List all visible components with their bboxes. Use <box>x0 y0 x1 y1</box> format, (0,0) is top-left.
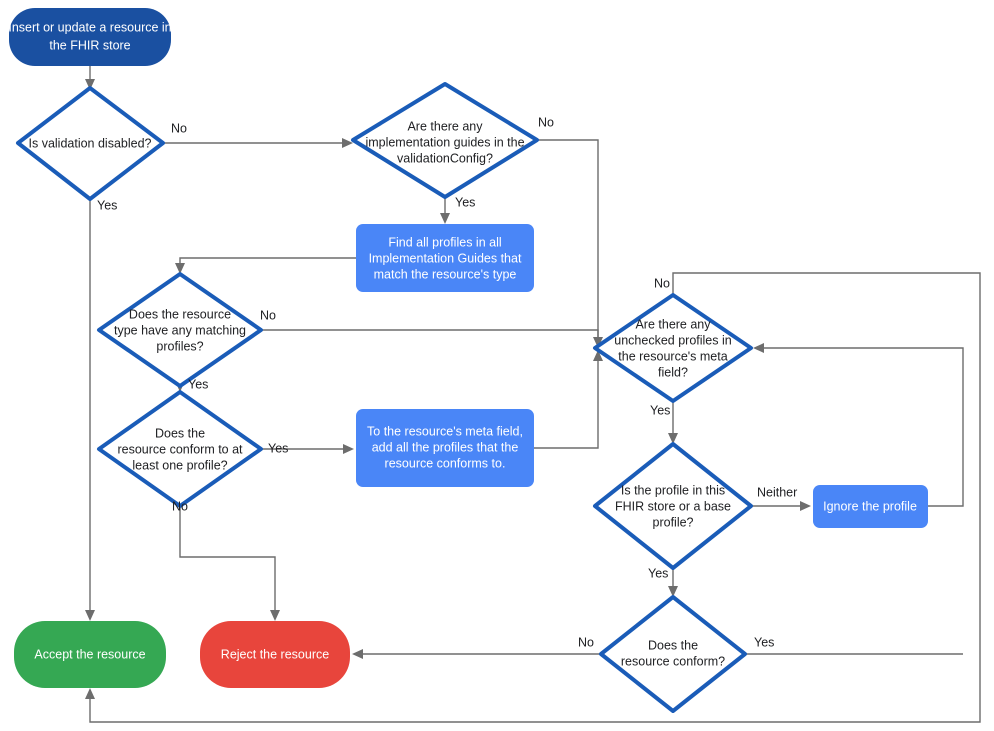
node-matching-profiles[interactable]: Does the resource type have any matching… <box>97 272 263 388</box>
add-profiles-shape <box>356 409 534 487</box>
node-ignore-profile[interactable]: Ignore the profile <box>813 485 928 528</box>
arrowhead-validation-yes <box>85 610 95 621</box>
edge-label-unchecked-no: No <box>654 276 670 290</box>
edge-label-validation-no: No <box>171 121 187 135</box>
edge-label-resourceconform-yes: Yes <box>754 635 774 649</box>
edge-label-conformone-no: No <box>172 499 188 513</box>
arrowhead-unchecked-yes <box>668 433 678 444</box>
node-accept[interactable]: Accept the resource <box>14 621 166 688</box>
edge-label-conformone-yes: Yes <box>268 441 288 455</box>
matching-profiles-shape <box>97 272 263 388</box>
edge-matching-no <box>261 329 599 340</box>
edge-findprofiles-to-matching <box>179 257 356 266</box>
find-profiles-shape <box>356 224 534 292</box>
accept-shape <box>14 621 166 688</box>
arrowhead-profilelocation-neither <box>800 501 811 511</box>
arrowhead-findprofiles-to-matching <box>175 263 185 274</box>
edge-label-matching-no: No <box>260 308 276 322</box>
edge-ignoreprofile-loop <box>761 347 964 507</box>
unchecked-profiles-shape <box>593 293 753 403</box>
profile-location-shape <box>593 442 753 570</box>
node-validation-disabled[interactable]: Is validation disabled? <box>16 86 165 201</box>
node-resource-conform[interactable]: Does the resource conform? <box>599 595 747 713</box>
node-conform-one-profile[interactable]: Does the resource conform to at least on… <box>97 390 263 508</box>
impl-guides-shape <box>351 82 539 199</box>
arrowhead-conformone-no <box>270 610 280 621</box>
arrowhead-implguides-no <box>593 337 603 348</box>
edge-label-layer: No Yes No Yes No Yes Yes No No Yes Neith… <box>97 115 797 649</box>
start-shape <box>9 8 171 66</box>
arrowhead-start-to-validation <box>85 79 95 90</box>
edge-label-profilelocation-yes: Yes <box>648 566 668 580</box>
validation-disabled-shape <box>16 86 165 201</box>
arrowhead-validation-no <box>342 138 353 148</box>
edge-addprofiles-to-unchecked <box>534 358 599 449</box>
edge-label-implguides-no: No <box>538 115 554 129</box>
edge-label-unchecked-yes: Yes <box>650 403 670 417</box>
node-profile-location[interactable]: Is the profile in this FHIR store or a b… <box>593 442 753 570</box>
node-unchecked-profiles[interactable]: Are there any unchecked profiles in the … <box>593 293 753 403</box>
node-start[interactable]: Insert or update a resource in the FHIR … <box>8 8 172 66</box>
edge-implguides-no <box>537 139 599 340</box>
arrowhead-implguides-yes <box>440 213 450 224</box>
edge-unchecked-no <box>89 272 981 723</box>
edge-label-resourceconform-no: No <box>578 635 594 649</box>
edge-conformone-no <box>179 506 276 613</box>
arrowhead-profilelocation-yes <box>668 586 678 597</box>
arrowhead-addprofiles-to-unchecked <box>593 350 603 361</box>
edge-label-matching-yes: Yes <box>188 377 208 391</box>
conform-one-profile-shape <box>97 390 263 508</box>
reject-shape <box>200 621 350 688</box>
arrowhead-conformone-yes <box>343 444 354 454</box>
connector-layer <box>85 66 981 723</box>
node-impl-guides[interactable]: Are there any implementation guides in t… <box>351 82 539 199</box>
node-find-profiles[interactable]: Find all profiles in all Implementation … <box>356 224 534 292</box>
arrowhead-unchecked-no-to-accept <box>85 688 95 699</box>
resource-conform-shape <box>599 595 747 713</box>
arrowhead-resourceconform-no <box>352 649 363 659</box>
node-reject[interactable]: Reject the resource <box>200 621 350 688</box>
edge-label-validation-yes: Yes <box>97 198 117 212</box>
node-add-profiles[interactable]: To the resource's meta field, add all th… <box>356 409 534 487</box>
arrowhead-ignoreprofile-loop <box>753 343 764 353</box>
ignore-profile-shape <box>813 485 928 528</box>
edge-label-profilelocation-neither: Neither <box>757 485 797 499</box>
edge-label-implguides-yes: Yes <box>455 195 475 209</box>
